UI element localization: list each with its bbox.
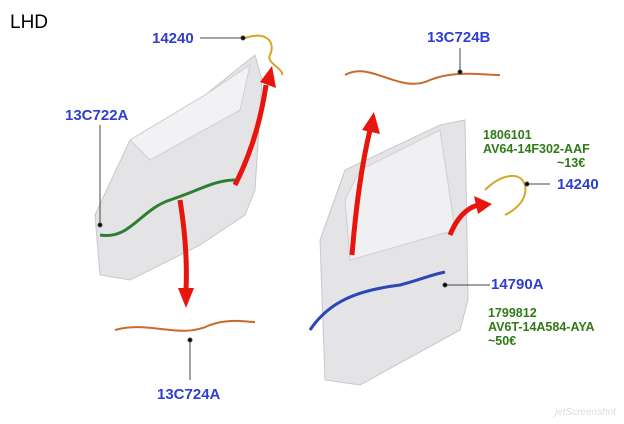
leader-lines <box>97 35 550 380</box>
part-info-2: 1799812 AV6T-14A584-AYA ~50€ <box>488 306 595 348</box>
harness-14240-front <box>244 34 284 76</box>
part-number: 1799812 <box>488 306 537 320</box>
part-number: 1806101 <box>483 128 532 142</box>
label-rear-14240: 14240 <box>557 176 599 193</box>
part-code: AV6T-14A584-AYA <box>488 320 595 334</box>
part-price: ~13€ <box>557 156 586 170</box>
harness-13C722A <box>99 178 236 238</box>
arrows <box>177 66 492 308</box>
part-info-1: 1806101 AV64-14F302-AAF ~13€ <box>483 128 590 170</box>
harness-14240-rear <box>484 175 527 216</box>
front-door <box>94 54 263 281</box>
watermark: jetScreenshot <box>554 407 616 418</box>
harness-13C724B <box>344 70 501 85</box>
label-13C724A: 13C724A <box>157 386 221 403</box>
label-13C724B: 13C724B <box>427 29 491 46</box>
label-13C722A: 13C722A <box>65 107 129 124</box>
part-price: ~50€ <box>488 334 517 348</box>
part-code: AV64-14F302-AAF <box>483 142 590 156</box>
rear-door <box>319 119 469 386</box>
harness-14790A <box>308 270 446 331</box>
harness-13C724A <box>114 319 256 332</box>
drive-side-title: LHD <box>10 12 49 33</box>
label-14790A: 14790A <box>491 276 544 293</box>
label-front-14240: 14240 <box>152 30 194 47</box>
